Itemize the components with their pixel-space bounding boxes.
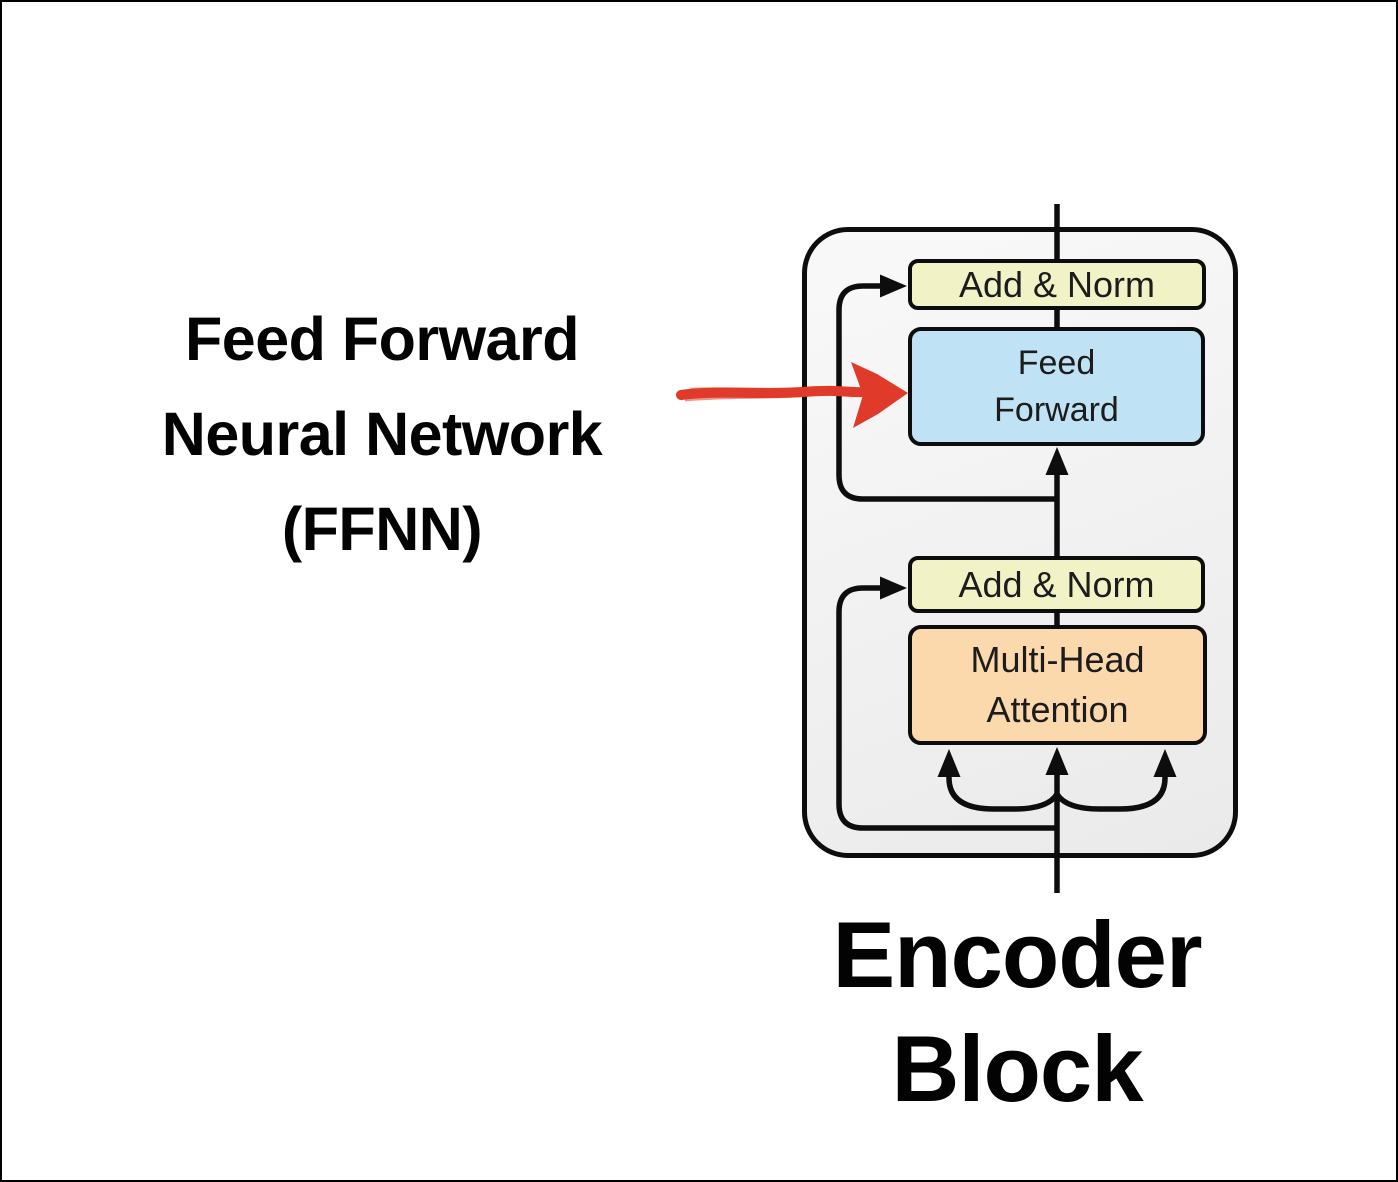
red-arrow-shaft-texture2: [689, 386, 809, 391]
arrowhead-into-mha-right-icon: [1153, 749, 1177, 777]
ffnn-annotation-line1: Feed Forward: [185, 305, 579, 373]
lower-residual-line: [836, 585, 1057, 831]
multi-head-attention-label-line1: Multi-Head: [970, 639, 1145, 680]
add-norm-bottom-box: Add & Norm: [908, 556, 1205, 613]
ffnn-annotation-label: Feed Forward Neural Network (FFNN): [42, 292, 722, 577]
arrowhead-into-mha-center-icon: [1045, 747, 1069, 775]
encoder-block-caption-line1: Encoder: [832, 902, 1202, 1007]
red-annotation-arrow-icon: [676, 362, 908, 428]
ffnn-annotation-line2: Neural Network: [161, 400, 603, 468]
add-norm-top-box: Add & Norm: [908, 259, 1206, 310]
red-arrow-head: [851, 362, 908, 428]
multi-head-attention-label-line2: Attention: [986, 689, 1129, 730]
arrowhead-into-addnorm-top-icon: [880, 274, 907, 298]
red-arrow-shaft: [676, 385, 869, 400]
add-norm-top-label: Add & Norm: [958, 263, 1156, 305]
arrowhead-into-addnorm-bottom-icon: [880, 576, 907, 600]
feed-forward-label-line1: Feed: [1017, 343, 1096, 382]
add-norm-bottom-label: Add & Norm: [958, 563, 1155, 605]
mha-fork-left-line: [946, 772, 1060, 812]
mha-fork-right-line: [1054, 772, 1168, 812]
multi-head-attention-box: Multi-Head Attention: [908, 625, 1207, 745]
feed-forward-label-line2: Forward: [994, 390, 1119, 429]
feed-forward-box: Feed Forward: [908, 327, 1205, 446]
encoder-block-caption-line2: Block: [891, 1016, 1144, 1121]
ffnn-annotation-line3: (FFNN): [281, 495, 483, 563]
arrowhead-into-mha-left-icon: [937, 749, 961, 777]
arrowhead-into-feed-forward-icon: [1045, 447, 1069, 475]
encoder-block-caption: Encoder Block: [717, 898, 1317, 1126]
connector-arrowheads: [880, 274, 1177, 777]
red-arrow-shaft-texture: [684, 392, 825, 402]
